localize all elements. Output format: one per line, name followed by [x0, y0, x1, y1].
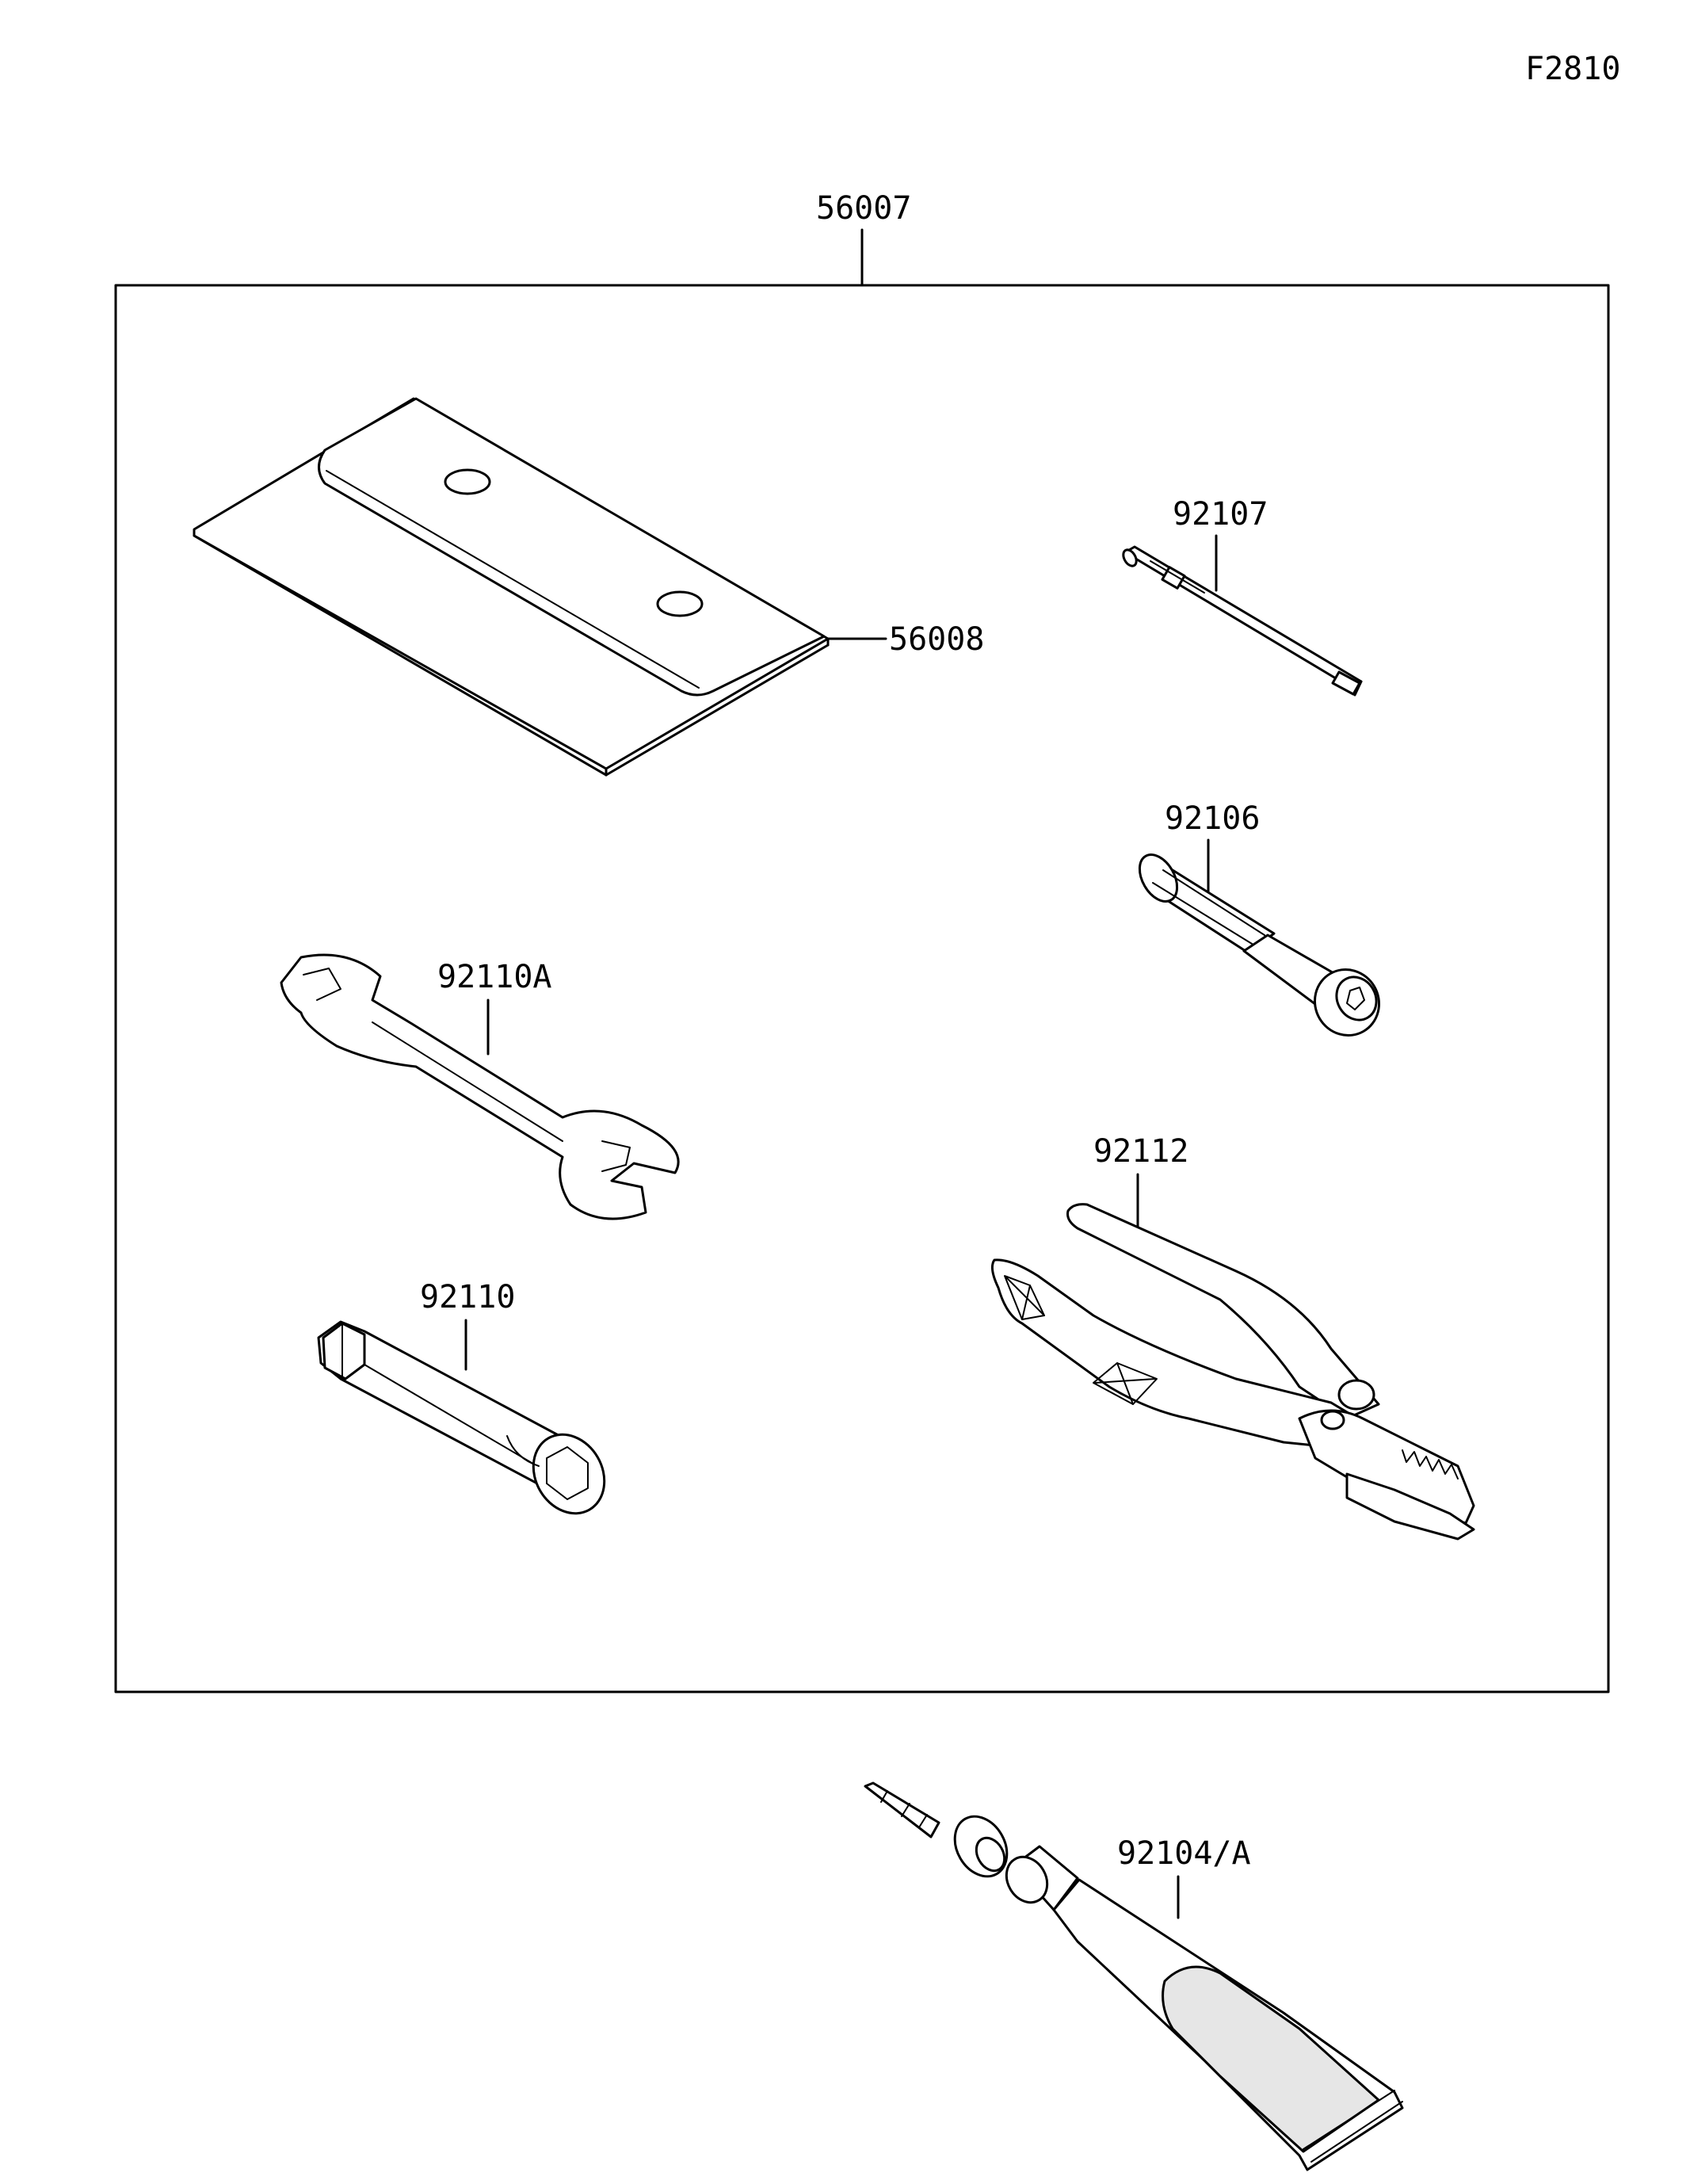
label-pliers: 92112 [1093, 1133, 1188, 1170]
label-screwdriver-handle: 92106 [1165, 800, 1260, 837]
open-end-wrench-drawing [280, 953, 680, 1220]
label-open-end-wrench: 92110A [437, 959, 552, 995]
pliers-drawing [990, 1203, 1475, 1541]
tool-case-drawing [193, 397, 830, 777]
tool-kit-box [114, 284, 1610, 1693]
tire-repair-kit-drawing [864, 1781, 1404, 2171]
label-plug-wrench: 92110 [420, 1279, 515, 1315]
label-tool-case: 56008 [889, 621, 984, 658]
label-screwdriver-bit: 92107 [1173, 496, 1268, 533]
plug-wrench-drawing [317, 1320, 606, 1515]
screwdriver-handle-drawing [1138, 853, 1381, 1037]
figure-id: F2810 [1525, 51, 1620, 87]
screwdriver-bit-drawing [1122, 545, 1363, 697]
label-tool-kit: 56007 [816, 190, 911, 227]
label-tire-repair-kit: 92104/A [1117, 1835, 1251, 1872]
